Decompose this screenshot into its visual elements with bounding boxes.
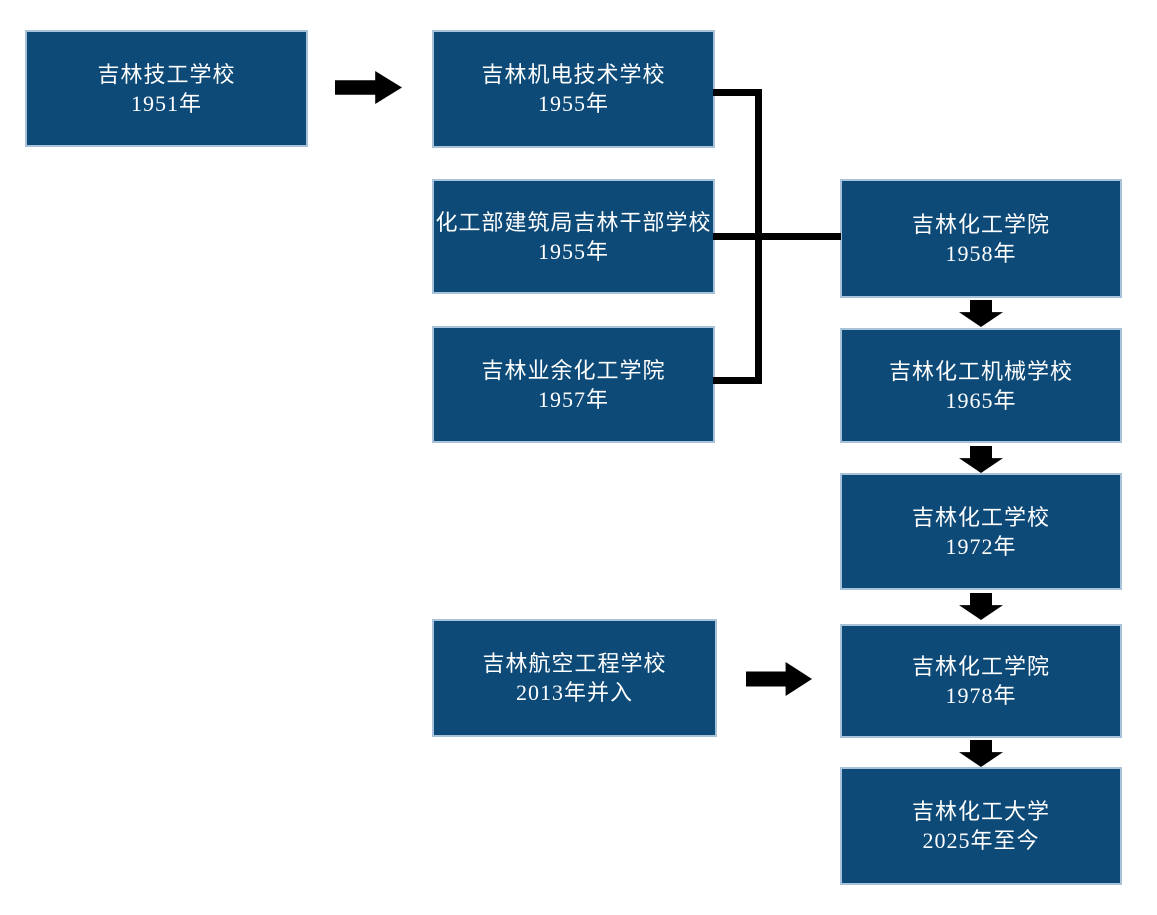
node-title: 吉林航空工程学校 — [482, 651, 667, 676]
node-year: 1958年 — [945, 240, 1017, 266]
connector-line-bottom-stub — [713, 377, 762, 384]
node-year: 1955年 — [537, 238, 609, 264]
node-title: 吉林技工学校 — [97, 61, 236, 87]
node-jilin-chemical-college-1958: 吉林化工学院 1958年 — [840, 179, 1122, 298]
down-arrow-icon — [959, 593, 1003, 620]
node-jilin-chemical-university-2025: 吉林化工大学 2025年至今 — [840, 767, 1122, 885]
node-year: 1957年 — [537, 386, 609, 412]
node-title: 吉林化工学院 — [911, 654, 1050, 679]
node-year: 1978年 — [945, 683, 1017, 708]
node-year: 2013年并入 — [515, 680, 633, 705]
node-title: 吉林化工大学 — [911, 799, 1050, 824]
connector-line-middle — [713, 233, 841, 240]
node-jilin-mechatronics-technical-school-1955: 吉林机电技术学校 1955年 — [432, 30, 715, 148]
right-arrow-icon — [335, 71, 402, 104]
node-title: 吉林化工学校 — [911, 504, 1050, 530]
node-title: 吉林业余化工学院 — [481, 357, 666, 383]
node-jilin-chemical-school-1972: 吉林化工学校 1972年 — [840, 473, 1122, 590]
down-arrow-icon — [959, 446, 1003, 473]
node-year: 1965年 — [945, 387, 1017, 413]
down-arrow-icon — [959, 300, 1003, 327]
node-jilin-aviation-engineering-school-2013: 吉林航空工程学校 2013年并入 — [432, 619, 717, 737]
node-year: 2025年至今 — [922, 828, 1040, 853]
node-title: 吉林化工学院 — [911, 211, 1050, 237]
right-arrow-icon — [746, 662, 812, 696]
node-jilin-technical-school-1951: 吉林技工学校 1951年 — [25, 30, 308, 147]
node-title: 化工部建筑局吉林干部学校 — [435, 209, 712, 235]
node-year: 1955年 — [537, 91, 609, 116]
node-year: 1972年 — [945, 533, 1017, 559]
node-jilin-chemical-college-1978: 吉林化工学院 1978年 — [840, 624, 1122, 738]
node-jilin-amateur-chemical-college-1957: 吉林业余化工学院 1957年 — [432, 326, 715, 443]
node-chemical-ministry-construction-bureau-jilin-cadre-school-1955: 化工部建筑局吉林干部学校 1955年 — [432, 179, 715, 294]
node-title: 吉林化工机械学校 — [888, 358, 1073, 384]
down-arrow-icon — [959, 740, 1003, 767]
node-jilin-chemical-machinery-school-1965: 吉林化工机械学校 1965年 — [840, 328, 1122, 443]
connector-line-top-stub — [713, 89, 762, 96]
node-year: 1951年 — [130, 90, 202, 116]
node-title: 吉林机电技术学校 — [481, 62, 666, 87]
